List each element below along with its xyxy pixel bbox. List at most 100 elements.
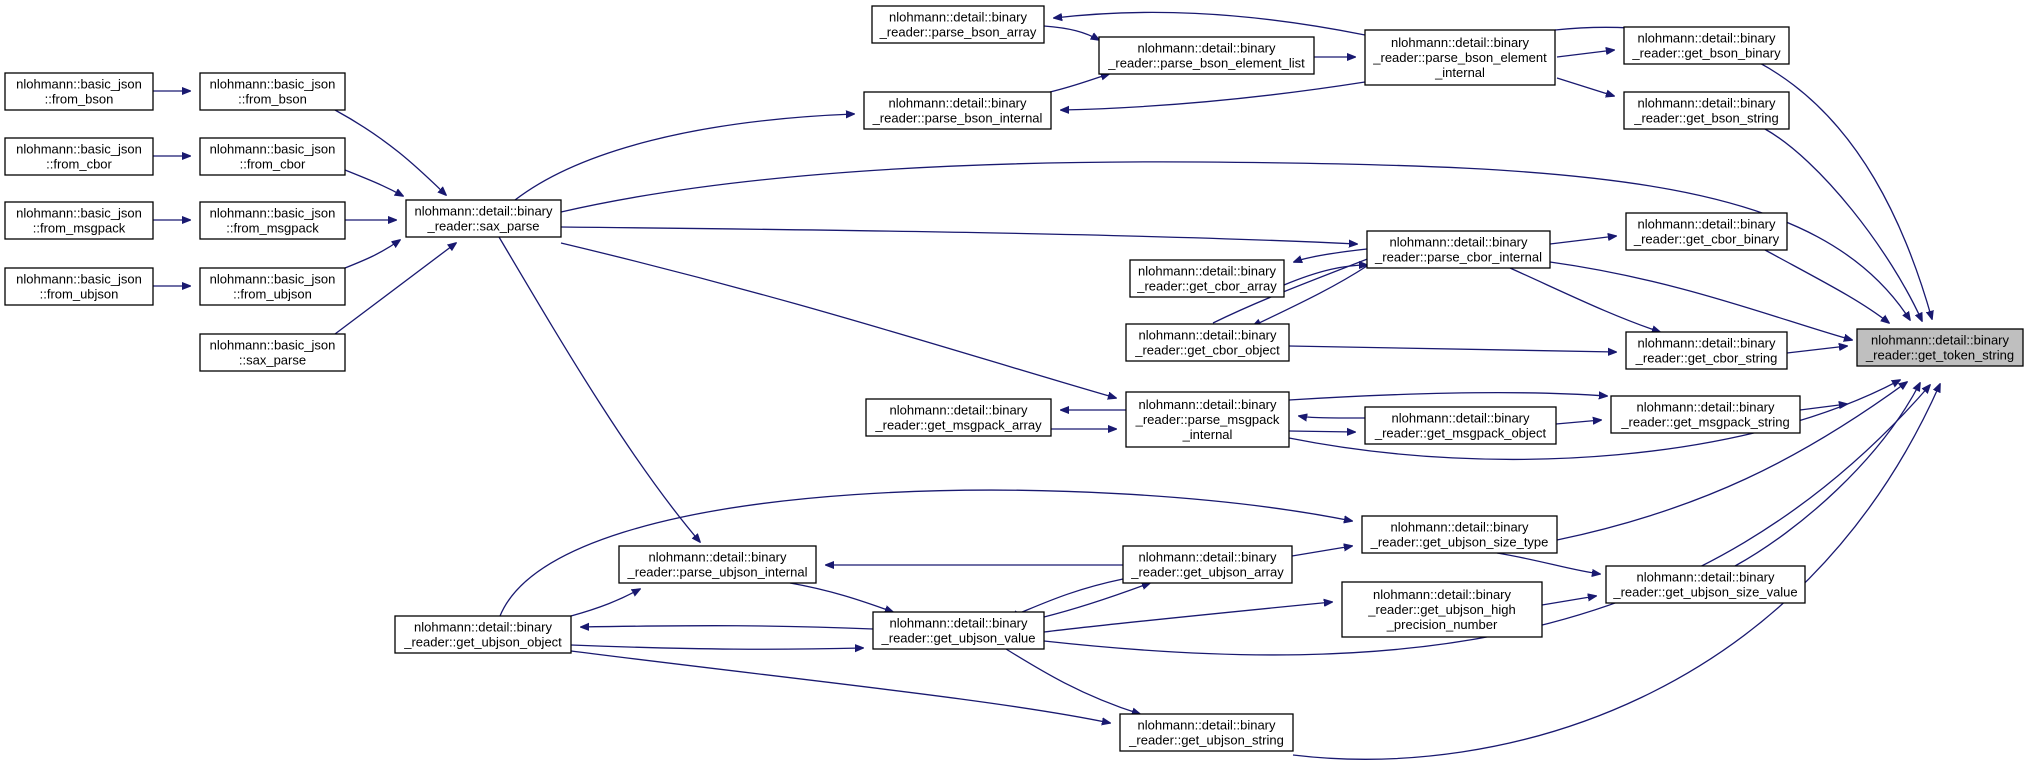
- node-label-line: ::from_cbor: [46, 157, 112, 172]
- node-label-line: _reader::get_msgpack_array: [874, 418, 1042, 433]
- node-bj-sax-parse[interactable]: nlohmann::basic_json::sax_parse: [199, 333, 346, 372]
- node-label-line: nlohmann::detail::binary: [1138, 264, 1277, 279]
- node-bj-from-ubjson-outer[interactable]: nlohmann::basic_json::from_ubjson: [4, 267, 154, 306]
- node-box: [1364, 406, 1557, 445]
- node-bj-from-msgpack[interactable]: nlohmann::basic_json::from_msgpack: [199, 201, 346, 240]
- node-bj-from-msgpack-outer[interactable]: nlohmann::basic_json::from_msgpack: [4, 201, 154, 240]
- node-label-line: nlohmann::detail::binary: [1637, 336, 1776, 351]
- edge-to-get-bson-binary: [1556, 50, 1614, 58]
- edge-to-get-ubjson-size-type: [499, 489, 1352, 617]
- node-box: [1129, 259, 1285, 298]
- edge-to-get-token-string: [1549, 261, 1852, 340]
- node-label-line: nlohmann::detail::binary: [1137, 41, 1276, 56]
- node-box: [1361, 515, 1558, 554]
- nodes: nlohmann::detail::binary_reader::get_tok…: [4, 5, 2024, 752]
- edge-to-get-token-string: [1799, 404, 1847, 411]
- node-get-cbor-string[interactable]: nlohmann::detail::binary_reader::get_cbo…: [1625, 331, 1788, 370]
- edge-to-get-cbor-string: [1288, 345, 1616, 352]
- node-box: [872, 611, 1045, 650]
- edge-to-get-ubjson-string: [570, 650, 1110, 723]
- node-bj-from-cbor[interactable]: nlohmann::basic_json::from_cbor: [199, 137, 346, 176]
- edge-to-get-token-string: [1734, 383, 1920, 567]
- node-label-line: nlohmann::basic_json: [210, 272, 336, 287]
- node-label-line: _reader::parse_bson_element: [1372, 50, 1547, 65]
- node-box: [1341, 581, 1543, 638]
- node-parse-ubjson-internal[interactable]: nlohmann::detail::binary_reader::parse_u…: [618, 545, 817, 584]
- node-get-bson-binary[interactable]: nlohmann::detail::binary_reader::get_bso…: [1623, 26, 1790, 65]
- node-get-ubjson-object[interactable]: nlohmann::detail::binary_reader::get_ubj…: [394, 615, 572, 654]
- node-get-ubjson-array[interactable]: nlohmann::detail::binary_reader::get_ubj…: [1122, 545, 1293, 584]
- edge-to-get-token-string: [1292, 384, 1940, 760]
- node-get-ubjson-high-precision-number[interactable]: nlohmann::detail::binary_reader::get_ubj…: [1341, 581, 1543, 638]
- node-box: [863, 91, 1052, 130]
- node-label-line: nlohmann::detail::binary: [1138, 397, 1277, 412]
- node-label-line: nlohmann::detail::binary: [414, 204, 553, 219]
- edge-to-parse-cbor-internal: [560, 226, 1357, 244]
- node-get-ubjson-size-value[interactable]: nlohmann::detail::binary_reader::get_ubj…: [1605, 565, 1806, 604]
- edge-to-get-cbor-binary: [1549, 236, 1616, 245]
- node-box: [199, 267, 346, 306]
- node-label-line: _reader::get_ubjson_size_value: [1612, 585, 1797, 600]
- node-label-line: _reader::get_msgpack_object: [1374, 426, 1547, 441]
- node-label-line: _reader::parse_bson_element_list: [1107, 56, 1305, 71]
- edge-to-sax-parse-reader: [334, 109, 446, 195]
- node-parse-bson-element-internal[interactable]: nlohmann::detail::binary_reader::parse_b…: [1364, 29, 1556, 86]
- node-bj-from-bson-outer[interactable]: nlohmann::basic_json::from_bson: [4, 72, 154, 111]
- node-parse-bson-internal[interactable]: nlohmann::detail::binary_reader::parse_b…: [863, 91, 1052, 130]
- node-get-cbor-object[interactable]: nlohmann::detail::binary_reader::get_cbo…: [1125, 323, 1290, 362]
- node-parse-bson-array[interactable]: nlohmann::detail::binary_reader::parse_b…: [871, 5, 1045, 44]
- node-label-line: nlohmann::detail::binary: [888, 96, 1027, 111]
- node-parse-bson-element-list[interactable]: nlohmann::detail::binary_reader::parse_b…: [1098, 36, 1315, 75]
- node-label-line: nlohmann::detail::binary: [1391, 411, 1530, 426]
- edge-to-get-token-string: [1764, 249, 1889, 323]
- node-label-line: ::from_ubjson: [40, 287, 119, 302]
- node-box: [1366, 230, 1551, 269]
- node-get-msgpack-object[interactable]: nlohmann::detail::binary_reader::get_msg…: [1364, 406, 1557, 445]
- node-get-ubjson-size-type[interactable]: nlohmann::detail::binary_reader::get_ubj…: [1361, 515, 1558, 554]
- node-label-line: nlohmann::detail::binary: [1871, 333, 2010, 348]
- node-get-token-string[interactable]: nlohmann::detail::binary_reader::get_tok…: [1856, 328, 2024, 367]
- node-get-ubjson-value[interactable]: nlohmann::detail::binary_reader::get_ubj…: [872, 611, 1045, 650]
- edge-to-parse-bson-element-list: [1043, 25, 1099, 40]
- node-box: [1610, 395, 1801, 434]
- node-label-line: _reader::parse_msgpack: [1135, 412, 1280, 427]
- node-label-line: nlohmann::detail::binary: [889, 616, 1028, 631]
- node-label-line: nlohmann::basic_json: [210, 142, 336, 157]
- node-label-line: nlohmann::detail::binary: [1137, 718, 1276, 733]
- node-get-bson-string[interactable]: nlohmann::detail::binary_reader::get_bso…: [1623, 91, 1790, 130]
- node-label-line: nlohmann::detail::binary: [1391, 35, 1530, 50]
- node-box: [199, 333, 346, 372]
- node-box: [394, 615, 572, 654]
- node-label-line: nlohmann::basic_json: [210, 77, 336, 92]
- node-parse-cbor-internal[interactable]: nlohmann::detail::binary_reader::parse_c…: [1366, 230, 1551, 269]
- node-label-line: nlohmann::detail::binary: [889, 10, 1028, 25]
- node-get-msgpack-array[interactable]: nlohmann::detail::binary_reader::get_msg…: [865, 398, 1052, 437]
- node-get-cbor-binary[interactable]: nlohmann::detail::binary_reader::get_cbo…: [1625, 212, 1788, 251]
- edge-to-parse-bson-internal: [514, 114, 854, 201]
- node-get-cbor-array[interactable]: nlohmann::detail::binary_reader::get_cbo…: [1129, 259, 1285, 298]
- node-label-line: ::from_bson: [238, 92, 307, 107]
- node-label-line: _reader::parse_bson_internal: [872, 111, 1043, 126]
- edge-to-parse-bson-element-list: [1049, 74, 1109, 93]
- edge-to-get-token-string: [1556, 382, 1907, 541]
- node-box: [1623, 26, 1790, 65]
- node-label-line: _internal: [1182, 427, 1233, 442]
- node-box: [871, 5, 1045, 44]
- node-sax-parse-reader[interactable]: nlohmann::detail::binary_reader::sax_par…: [405, 199, 562, 238]
- node-box: [4, 72, 154, 111]
- edge-to-get-token-string: [560, 161, 1910, 320]
- node-bj-from-bson[interactable]: nlohmann::basic_json::from_bson: [199, 72, 346, 111]
- node-label-line: ::from_bson: [45, 92, 114, 107]
- node-get-msgpack-string[interactable]: nlohmann::detail::binary_reader::get_msg…: [1610, 395, 1801, 434]
- node-get-ubjson-string[interactable]: nlohmann::detail::binary_reader::get_ubj…: [1119, 713, 1294, 752]
- node-bj-from-cbor-outer[interactable]: nlohmann::basic_json::from_cbor: [4, 137, 154, 176]
- node-bj-from-ubjson[interactable]: nlohmann::basic_json::from_ubjson: [199, 267, 346, 306]
- node-parse-msgpack-internal[interactable]: nlohmann::detail::binary_reader::parse_m…: [1125, 391, 1290, 448]
- edge-to-get-ubjson-value: [789, 582, 893, 612]
- node-label-line: ::sax_parse: [239, 353, 306, 368]
- node-label-line: _reader::sax_parse: [426, 219, 539, 234]
- edge-to-sax-parse-reader: [344, 169, 403, 196]
- node-box: [1364, 29, 1556, 86]
- node-label-line: nlohmann::detail::binary: [648, 550, 787, 565]
- node-label-line: nlohmann::basic_json: [16, 272, 142, 287]
